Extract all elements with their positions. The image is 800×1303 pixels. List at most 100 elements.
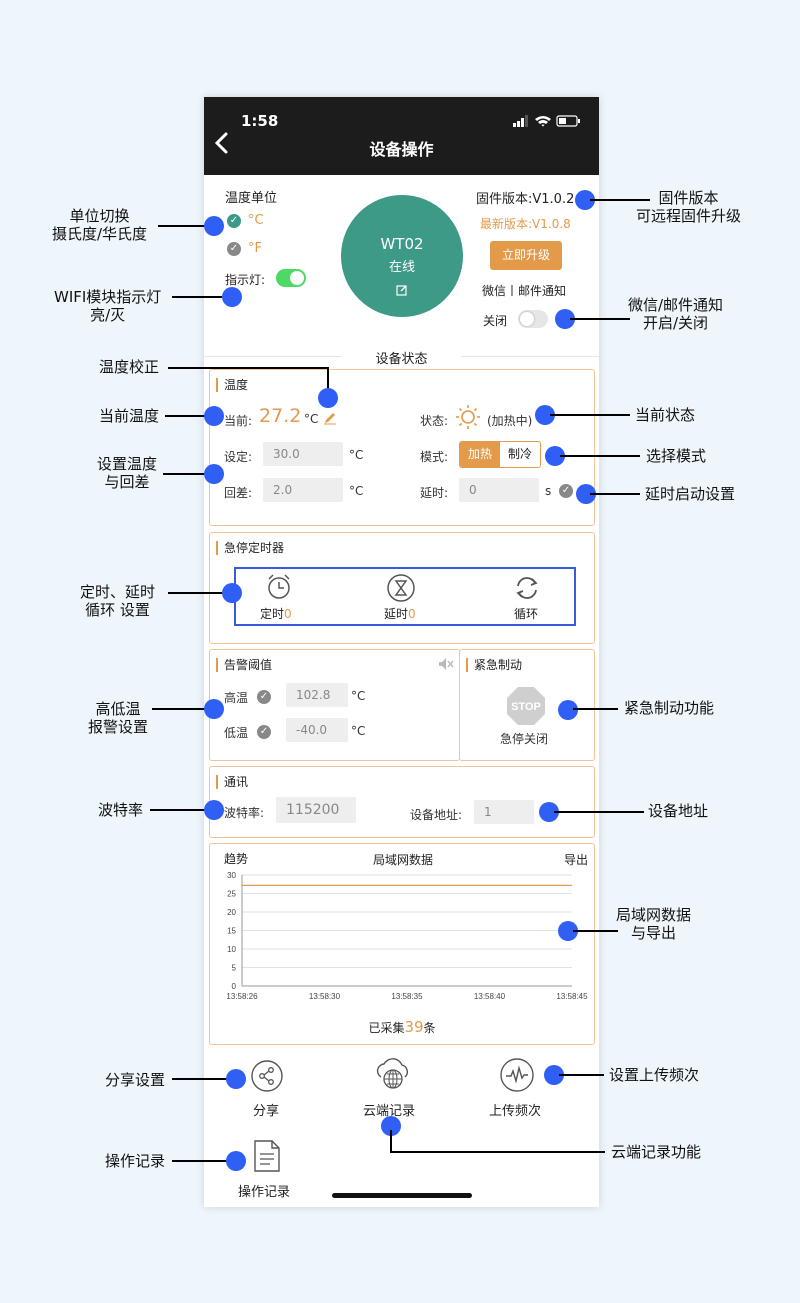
top-bar: 1:58 设备操作 xyxy=(204,97,599,175)
anno-line xyxy=(573,708,618,710)
delay-input[interactable]: 0 xyxy=(459,478,539,502)
y-tick-label: 25 xyxy=(227,890,236,899)
x-tick-label: 13:58:35 xyxy=(391,992,423,1001)
pulse-icon[interactable] xyxy=(500,1058,534,1096)
anno-line xyxy=(172,1078,232,1080)
upgrade-button[interactable]: 立即升级 xyxy=(490,241,562,270)
y-tick-label: 10 xyxy=(227,945,236,954)
loop-label: 循环 xyxy=(514,607,539,621)
notify-label: 微信丨邮件通知 xyxy=(482,284,567,298)
indicator-toggle[interactable] xyxy=(276,269,306,287)
stop-sign-icon[interactable]: STOP xyxy=(506,686,546,730)
x-tick-label: 13:58:40 xyxy=(474,992,506,1001)
celsius-option[interactable]: °C xyxy=(248,213,264,228)
sun-icon xyxy=(455,404,481,434)
mode-heat-button[interactable]: 加热 xyxy=(460,442,500,467)
current-value: 27.2 xyxy=(259,405,302,427)
marker-dot xyxy=(204,800,224,820)
anno-mode-select: 选择模式 xyxy=(646,447,707,465)
fahrenheit-option[interactable]: °F xyxy=(248,241,262,256)
x-tick-label: 13:58:45 xyxy=(556,992,588,1001)
timing-item[interactable] xyxy=(264,573,294,605)
high-check-icon[interactable]: ✓ xyxy=(257,690,271,704)
home-indicator[interactable] xyxy=(332,1193,472,1198)
timer-title: 急停定时器 xyxy=(216,541,284,555)
anno-lan: 局域网数据与导出 xyxy=(616,906,692,942)
log-label[interactable]: 操作记录 xyxy=(238,1185,291,1200)
y-tick-label: 5 xyxy=(232,964,237,973)
y-tick-label: 30 xyxy=(227,871,236,880)
anno-line xyxy=(554,811,644,813)
set-input[interactable]: 30.0 xyxy=(263,442,343,466)
mode-cool-button[interactable]: 制冷 xyxy=(507,447,532,461)
anno-line xyxy=(172,296,222,298)
marker-dot xyxy=(204,699,224,719)
delay-confirm-icon[interactable]: ✓ xyxy=(559,484,573,498)
marker-dot xyxy=(222,287,242,307)
cloud-label[interactable]: 云端记录 xyxy=(363,1104,416,1119)
device-status: 在线 xyxy=(388,260,415,275)
document-icon[interactable] xyxy=(252,1139,282,1177)
anno-wifi: WIFI模块指示灯亮/灭 xyxy=(54,288,162,324)
mode-label: 模式: xyxy=(420,450,449,464)
anno-line xyxy=(559,1074,604,1076)
share-icon[interactable] xyxy=(251,1060,283,1096)
anno-current-temp: 当前温度 xyxy=(99,407,160,425)
set-unit: °C xyxy=(349,448,364,462)
unit-label: 温度单位 xyxy=(225,191,278,206)
marker-dot xyxy=(381,1116,401,1136)
loop-icon[interactable] xyxy=(512,573,542,607)
temperature-title: 温度 xyxy=(216,378,248,392)
anno-cloud: 云端记录功能 xyxy=(611,1143,702,1161)
low-input[interactable]: -40.0 xyxy=(286,718,348,742)
status-time: 1:58 xyxy=(241,112,279,130)
high-input[interactable]: 102.8 xyxy=(286,683,348,707)
state-value: (加热中) xyxy=(487,414,533,428)
marker-dot xyxy=(204,216,224,236)
notify-toggle[interactable] xyxy=(518,310,548,328)
anno-set-temp: 设置温度与回差 xyxy=(97,455,158,491)
low-check-icon[interactable]: ✓ xyxy=(257,725,271,739)
cloud-globe-icon[interactable] xyxy=(375,1057,411,1095)
delay-label: 延时: xyxy=(420,486,449,500)
marker-dot xyxy=(555,309,575,329)
divider-left xyxy=(204,356,342,357)
anno-unit-switch: 单位切换摄氏度/华氏度 xyxy=(52,207,148,243)
notify-toggle-label: 关闭 xyxy=(483,314,508,328)
high-label: 高温 xyxy=(224,691,249,705)
marker-dot xyxy=(204,406,224,426)
diff-input[interactable]: 2.0 xyxy=(263,478,343,502)
share-label[interactable]: 分享 xyxy=(253,1104,280,1119)
anno-calibrate: 温度校正 xyxy=(99,358,160,376)
back-icon[interactable] xyxy=(212,131,232,155)
upload-label[interactable]: 上传频次 xyxy=(489,1104,542,1119)
anno-current-state: 当前状态 xyxy=(635,406,696,424)
current-label: 当前: xyxy=(224,414,253,428)
celsius-check-icon[interactable]: ✓ xyxy=(227,214,241,228)
mute-icon[interactable] xyxy=(438,656,454,675)
address-label: 设备地址: xyxy=(410,808,463,822)
anno-line xyxy=(570,318,630,320)
anno-share: 分享设置 xyxy=(105,1071,166,1089)
collected-text: 已采集39条 xyxy=(368,1018,436,1036)
anno-firmware: 固件版本可远程固件升级 xyxy=(636,189,742,225)
alarm-title: 告警阈值 xyxy=(216,658,272,672)
current-unit: °C xyxy=(304,412,319,426)
hourglass-icon[interactable] xyxy=(386,573,416,607)
device-circle: WT02 在线 xyxy=(341,195,463,317)
marker-dot xyxy=(558,921,578,941)
timing-label: 定时0 xyxy=(260,607,292,621)
baud-input[interactable]: 115200 xyxy=(276,797,356,823)
y-tick-label: 0 xyxy=(232,982,237,991)
export-button[interactable]: 导出 xyxy=(564,853,589,867)
anno-baud: 波特率 xyxy=(98,801,144,819)
address-input[interactable]: 1 xyxy=(474,800,534,824)
edit-icon[interactable] xyxy=(341,281,463,300)
low-label: 低温 xyxy=(224,726,249,740)
baud-label: 波特率: xyxy=(224,806,265,820)
anno-address: 设备地址 xyxy=(648,802,709,820)
pencil-icon[interactable] xyxy=(323,410,337,429)
fahrenheit-check-icon[interactable]: ✓ xyxy=(227,242,241,256)
stop-text: STOP xyxy=(511,701,541,713)
